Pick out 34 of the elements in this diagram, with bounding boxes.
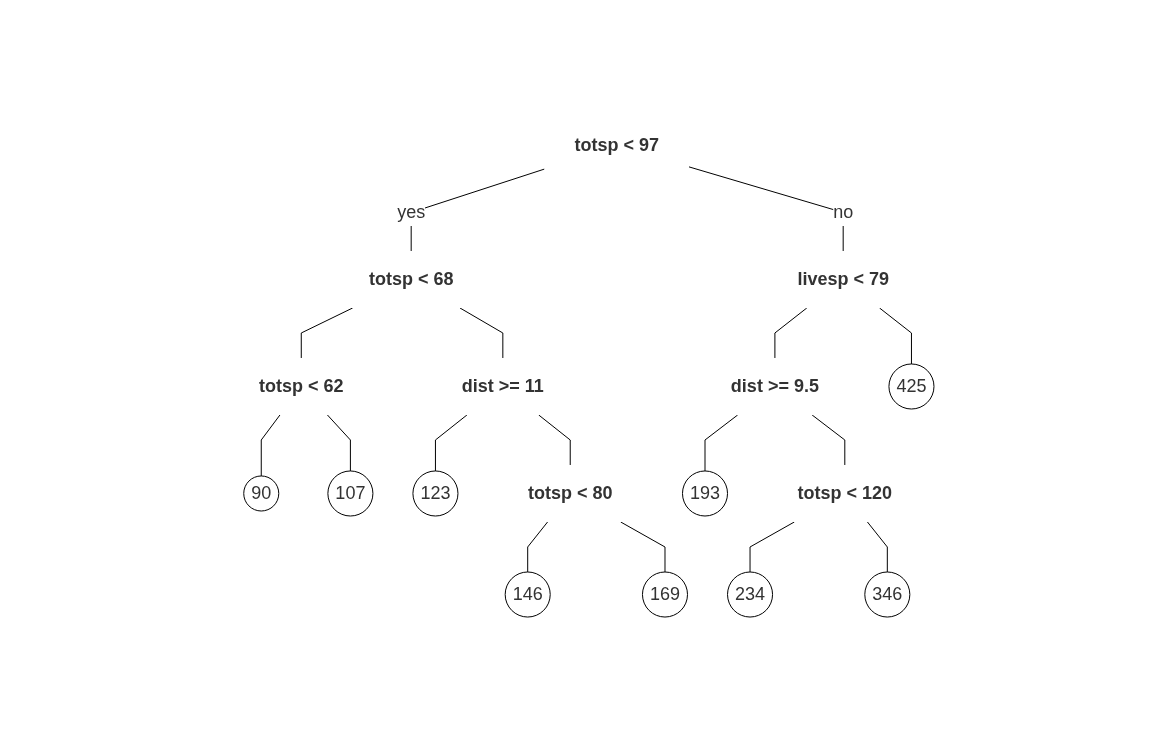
node-circle: 169 [641, 571, 688, 618]
connector [300, 307, 353, 359]
node-circle: 90 [242, 475, 279, 512]
connector [749, 521, 795, 573]
connector [434, 414, 467, 472]
node-text: totsp < 68 [368, 268, 453, 289]
edge-label: no [832, 201, 853, 222]
node-text: totsp < 97 [573, 134, 659, 155]
connector [459, 307, 503, 359]
connector [878, 307, 912, 365]
connector [773, 307, 807, 359]
connector [688, 166, 844, 252]
node-circle: 425 [887, 363, 934, 410]
node-text: totsp < 62 [258, 375, 344, 396]
node-circle: 146 [504, 571, 551, 618]
connector [704, 414, 738, 472]
connector [260, 414, 280, 477]
connector [866, 521, 888, 573]
connector [526, 521, 548, 573]
connector [619, 521, 665, 573]
connector [326, 414, 351, 472]
node-text: totsp < 80 [527, 482, 612, 503]
node-circle: 123 [411, 470, 458, 517]
node-circle: 234 [726, 571, 773, 618]
node-circle: 193 [681, 470, 728, 517]
node-text: dist >= 11 [461, 375, 544, 396]
node-circle: 346 [863, 571, 910, 618]
connector [811, 414, 845, 466]
edge-label: yes [396, 201, 425, 222]
node-circle: 107 [326, 470, 373, 517]
connector [537, 414, 571, 466]
node-text: dist >= 9.5 [730, 375, 819, 396]
node-text: totsp < 120 [797, 482, 892, 503]
node-text: livesp < 79 [796, 268, 889, 289]
